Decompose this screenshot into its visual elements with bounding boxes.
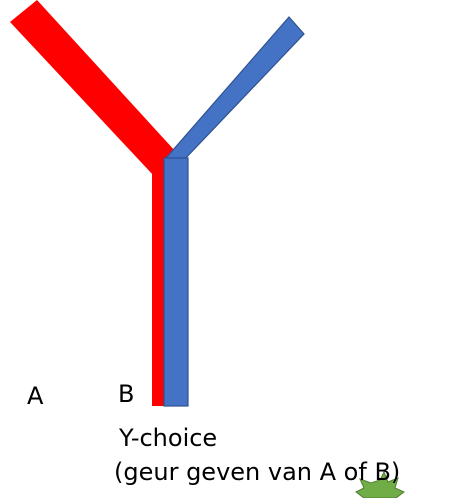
arm-a-stem — [152, 158, 166, 406]
diagram-title: Y-choice — [119, 424, 218, 452]
arm-b-stem — [163, 157, 189, 407]
arm-a-diagonal — [10, 0, 176, 176]
diagram-subtitle: (geur geven van A of B) — [114, 458, 401, 486]
arm-b-diagonal — [164, 16, 305, 163]
label-b: B — [118, 380, 135, 408]
label-a: A — [27, 382, 44, 410]
green-starburst-icon — [355, 470, 405, 498]
